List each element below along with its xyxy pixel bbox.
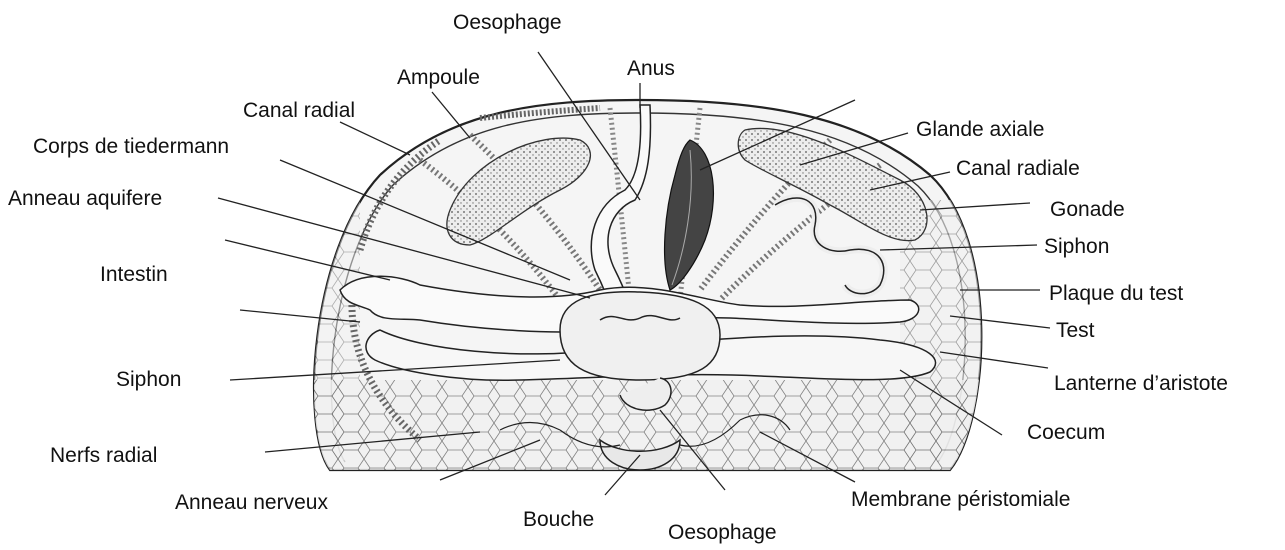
label-test: Test <box>1056 320 1095 341</box>
label-corps-tiedermann: Corps de tiedermann <box>33 136 229 157</box>
label-siphon-left: Siphon <box>116 369 181 390</box>
label-anneau-aquifere: Anneau aquifere <box>8 188 162 209</box>
label-intestin: Intestin <box>100 264 168 285</box>
label-glande-axiale: Glande axiale <box>916 119 1044 140</box>
label-anneau-nerveux: Anneau nerveux <box>175 492 328 513</box>
label-canal-radiale: Canal radiale <box>956 158 1080 179</box>
label-coecum: Coecum <box>1027 422 1105 443</box>
label-ampoule: Ampoule <box>397 67 480 88</box>
label-bouche: Bouche <box>523 509 594 530</box>
label-nerfs-radial: Nerfs radial <box>50 445 157 466</box>
label-membrane-peristomiale: Membrane péristomiale <box>851 489 1070 510</box>
label-oesophage-bottom: Oesophage <box>668 522 777 543</box>
label-oesophage-top: Oesophage <box>453 12 562 33</box>
label-gonade: Gonade <box>1050 199 1125 220</box>
label-anus: Anus <box>627 58 675 79</box>
label-lanterne-aristote: Lanterne d’aristote <box>1054 373 1228 394</box>
label-canal-radial: Canal radial <box>243 100 355 121</box>
label-siphon-right: Siphon <box>1044 236 1109 257</box>
label-plaque-du-test: Plaque du test <box>1049 283 1183 304</box>
